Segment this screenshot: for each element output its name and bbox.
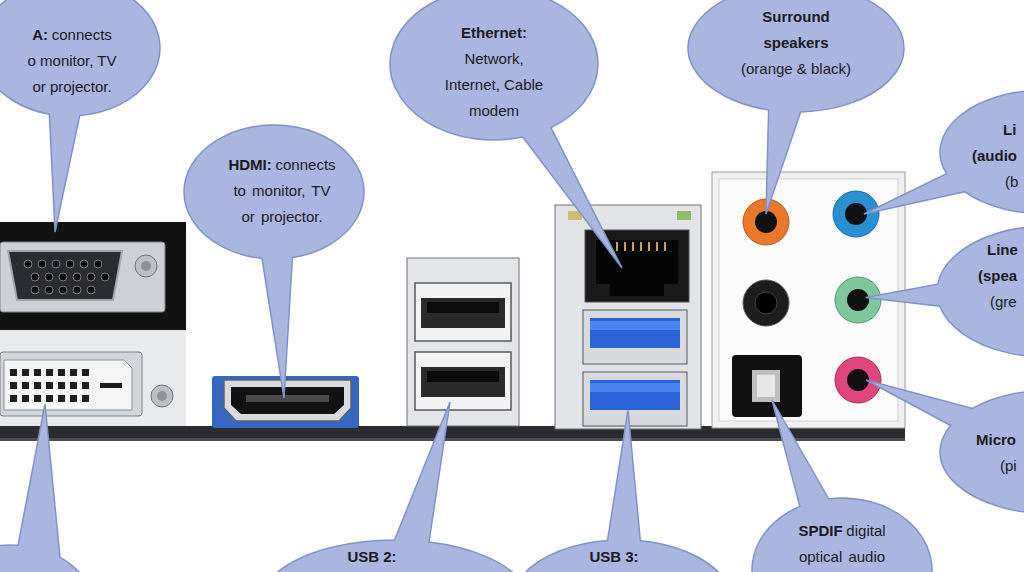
port-name: (spea bbox=[978, 263, 1017, 289]
port-description: Network, Internet, Cable modem bbox=[439, 46, 549, 124]
bubble-shape bbox=[864, 90, 1024, 214]
bubble-shape bbox=[752, 400, 932, 572]
bubble-shape bbox=[390, 0, 622, 268]
callout-bubble: USB 3: bbox=[512, 540, 732, 572]
optical-shutter bbox=[752, 370, 780, 402]
port-description: connects bbox=[52, 26, 112, 43]
usb2-tongue bbox=[427, 302, 499, 313]
bubble-text: SPDIFdigital optical audio bbox=[796, 518, 888, 570]
callout-bubble: HDMI:connects to monitor, TV or projecto… bbox=[184, 125, 364, 259]
port-description: (b bbox=[1005, 169, 1018, 195]
bubble-shape bbox=[688, 0, 904, 214]
bubble-shape bbox=[184, 125, 364, 398]
bubble-text: Ethernet:Network, Internet, Cable modem bbox=[439, 20, 549, 124]
hdmi-tongue bbox=[246, 395, 329, 402]
pink-jack bbox=[835, 357, 881, 403]
screw bbox=[135, 255, 157, 277]
port-description: (orange & black) bbox=[741, 56, 851, 82]
led bbox=[677, 211, 691, 220]
bubble-text: Li(audio(b bbox=[970, 117, 1020, 195]
port-description: (pi bbox=[1000, 453, 1017, 479]
screw bbox=[151, 385, 173, 407]
blue-jack bbox=[833, 191, 879, 237]
usb3-tongue bbox=[590, 321, 680, 330]
bubble-shape bbox=[261, 402, 529, 572]
jack-hole bbox=[755, 211, 777, 233]
port-description: or projector. bbox=[32, 74, 111, 100]
port-name: Micro bbox=[976, 427, 1016, 453]
bubble-shape bbox=[866, 380, 1024, 514]
bubble-shape bbox=[0, 0, 160, 232]
bubble-text: Line(spea(gre bbox=[975, 237, 1020, 315]
rj45-contacts bbox=[609, 242, 665, 251]
port-name: USB 3: bbox=[589, 544, 638, 570]
callout-bubble: Li(audio(b bbox=[940, 90, 1024, 214]
usb3-tongue bbox=[590, 383, 680, 392]
usb2-slot bbox=[421, 298, 505, 328]
port-name: USB 2: bbox=[347, 544, 396, 570]
hdmi-shell bbox=[224, 380, 351, 421]
port-name: SPDIF bbox=[798, 522, 842, 539]
bubble-text: A:connects o monitor, TVor projector. bbox=[22, 22, 122, 100]
bubble-text: HDMI:connects to monitor, TV or projecto… bbox=[226, 152, 338, 230]
dvi-blade bbox=[100, 383, 122, 388]
lan-usb-housing bbox=[555, 205, 701, 429]
bubble-outline bbox=[940, 390, 1024, 514]
port-description: o monitor, TV bbox=[28, 48, 117, 74]
port-name: Li bbox=[1003, 117, 1016, 143]
usb2-tongue bbox=[427, 371, 499, 382]
screw-head bbox=[141, 261, 151, 271]
jack-hole bbox=[845, 203, 867, 225]
vga-pins bbox=[24, 260, 109, 294]
vga-housing bbox=[0, 242, 165, 312]
usb3-port bbox=[583, 310, 687, 364]
callout-bubble: USB 2: bbox=[261, 540, 529, 572]
port-name: Ethernet: bbox=[461, 20, 527, 46]
bubble-text: Surround speakers(orange & black) bbox=[736, 4, 856, 82]
usb2-port bbox=[415, 352, 511, 410]
callout-bubble: Line(spea(gre bbox=[937, 226, 1024, 357]
usb2-housing bbox=[407, 258, 519, 426]
port-name: (audio bbox=[972, 143, 1017, 169]
usb2-slot bbox=[421, 367, 505, 397]
screw-head bbox=[157, 391, 167, 401]
jack-hole bbox=[847, 289, 869, 311]
bubble-text: USB 2: bbox=[332, 544, 412, 570]
callout-bubble: SPDIFdigital optical audio bbox=[752, 498, 932, 572]
callout-bubble bbox=[0, 404, 95, 572]
dvi-housing bbox=[0, 352, 142, 416]
port-name: A: bbox=[32, 26, 48, 43]
callout-bubble: Surround speakers(orange & black) bbox=[688, 0, 904, 112]
board-edge-line bbox=[0, 438, 905, 441]
callout-bubble: Micro(pi bbox=[940, 390, 1024, 514]
callout-bubble: Ethernet:Network, Internet, Cable modem bbox=[390, 0, 598, 140]
dvi-pins bbox=[10, 369, 89, 402]
vga-frame bbox=[0, 222, 186, 330]
hdmi-opening bbox=[231, 387, 344, 414]
usb3-slot bbox=[590, 318, 680, 348]
port-name: Surround speakers bbox=[736, 4, 856, 56]
vga-socket bbox=[8, 251, 122, 300]
optical-port bbox=[732, 355, 802, 417]
port-name: Line bbox=[987, 237, 1018, 263]
bubble-text: USB 3: bbox=[574, 544, 654, 570]
port-description: (gre bbox=[990, 289, 1017, 315]
jack-hole bbox=[755, 292, 777, 314]
dvi-frame bbox=[0, 330, 186, 426]
dvi-socket bbox=[4, 360, 132, 410]
bubble-text: Micro(pi bbox=[974, 427, 1020, 479]
audio-plate bbox=[719, 179, 898, 421]
usb3-port bbox=[583, 372, 687, 426]
callout-bubble: A:connects o monitor, TVor projector. bbox=[0, 0, 160, 116]
usb2-port bbox=[415, 283, 511, 341]
black-jack bbox=[743, 280, 789, 326]
port-name: HDMI: bbox=[228, 156, 271, 173]
jack-hole bbox=[847, 369, 869, 391]
bubble-shape bbox=[512, 410, 732, 572]
usb3-slot bbox=[590, 380, 680, 410]
bubble-shape bbox=[866, 226, 1024, 357]
green-jack bbox=[835, 277, 881, 323]
optical-shutter-face bbox=[757, 375, 775, 397]
